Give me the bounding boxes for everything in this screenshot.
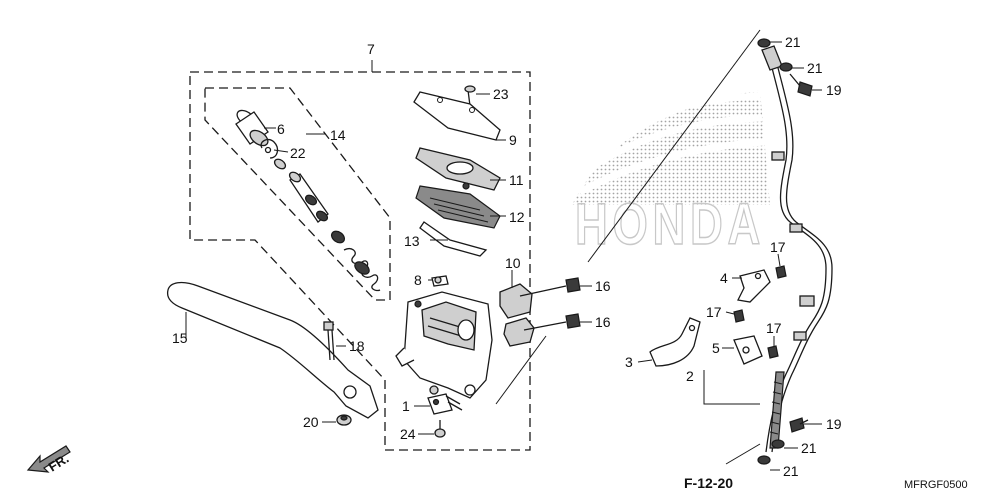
front-direction-label: FR. bbox=[46, 451, 72, 475]
callout-24: 24 bbox=[400, 426, 416, 442]
callout-5: 5 bbox=[712, 340, 720, 356]
stay-4 bbox=[737, 269, 771, 303]
callout-numbers: 7 6 14 22 23 9 11 12 13 8 10 16 16 1 24 … bbox=[172, 34, 842, 479]
master-cylinder-holder bbox=[499, 283, 535, 347]
callout-8: 8 bbox=[414, 272, 422, 288]
washer bbox=[273, 158, 287, 170]
stay-bolts bbox=[733, 265, 787, 359]
lever-pivot-bolt bbox=[323, 321, 335, 361]
callout-7: 7 bbox=[367, 41, 375, 57]
brake-lever bbox=[166, 281, 379, 419]
reference-page-label: F-12-20 bbox=[684, 475, 733, 491]
pivot-nut bbox=[336, 414, 352, 426]
callout-21-bottom: 21 bbox=[783, 463, 799, 479]
callout-21-top: 21 bbox=[785, 34, 801, 50]
reservoir-cover-parts bbox=[413, 85, 501, 257]
callout-11: 11 bbox=[509, 172, 524, 188]
callout-17-upper: 17 bbox=[770, 239, 786, 255]
callout-17-middle: 17 bbox=[706, 304, 722, 320]
callout-1: 1 bbox=[402, 398, 410, 414]
callout-23: 23 bbox=[493, 86, 509, 102]
callout-4: 4 bbox=[720, 270, 728, 286]
callout-14: 14 bbox=[330, 127, 346, 143]
holder-bolts bbox=[519, 277, 581, 331]
honda-watermark-text: HONDA bbox=[575, 192, 765, 257]
upper-hose-fittings bbox=[757, 38, 813, 97]
reference-leader-lines bbox=[495, 29, 761, 465]
callout-10: 10 bbox=[505, 255, 521, 271]
callout-leaders bbox=[185, 41, 822, 471]
front-direction-arrow: FR. bbox=[26, 445, 72, 475]
secondary-cup bbox=[330, 230, 346, 244]
front-stop-switch bbox=[427, 393, 463, 415]
callout-3: 3 bbox=[625, 354, 633, 370]
reservoir-cap bbox=[413, 91, 501, 141]
callout-6: 6 bbox=[277, 121, 285, 137]
callout-9: 9 bbox=[509, 132, 517, 148]
hose-stays bbox=[649, 269, 771, 367]
callout-13: 13 bbox=[404, 233, 420, 249]
piston-kit-parts bbox=[235, 109, 381, 292]
piston bbox=[288, 171, 329, 223]
lower-hose-fittings bbox=[757, 417, 809, 465]
callout-18: 18 bbox=[349, 338, 365, 354]
callout-19-lower: 19 bbox=[826, 416, 842, 432]
callout-2: 2 bbox=[686, 368, 694, 384]
callout-17-lower: 17 bbox=[766, 320, 782, 336]
callout-19-upper: 19 bbox=[826, 82, 842, 98]
stay-5 bbox=[733, 335, 763, 365]
piston-kit-outline bbox=[204, 87, 391, 301]
reservoir-float bbox=[419, 221, 488, 257]
callout-20: 20 bbox=[303, 414, 319, 430]
callout-22: 22 bbox=[290, 145, 306, 161]
spring bbox=[343, 248, 381, 292]
callout-21-third: 21 bbox=[801, 440, 817, 456]
diagram-code: MFRGF0500 bbox=[904, 479, 968, 491]
switch-screw bbox=[434, 420, 446, 438]
master-cylinder-assembly-outline bbox=[189, 60, 531, 451]
master-cylinder-body bbox=[395, 291, 493, 399]
callout-12: 12 bbox=[509, 209, 525, 225]
brake-hose bbox=[765, 59, 833, 453]
stay-3 bbox=[649, 317, 701, 367]
callout-21-second: 21 bbox=[807, 60, 823, 76]
honda-wing-watermark: HONDA bbox=[572, 90, 770, 258]
reservoir-diaphragm bbox=[415, 185, 501, 229]
callout-15: 15 bbox=[172, 330, 188, 346]
pin-bolt bbox=[431, 275, 449, 287]
callout-16-lower: 16 bbox=[595, 314, 611, 330]
callout-16-upper: 16 bbox=[595, 278, 611, 294]
circlip bbox=[260, 138, 279, 159]
